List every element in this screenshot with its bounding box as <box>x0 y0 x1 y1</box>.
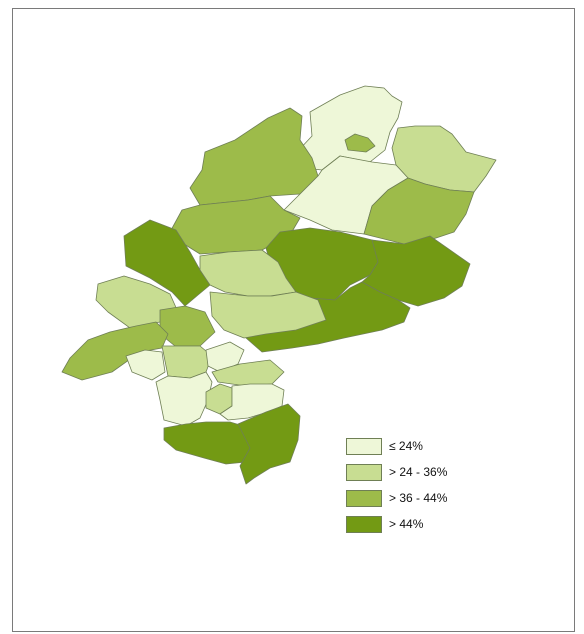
legend-item: > 36 - 44% <box>346 489 447 507</box>
district-enclave-north <box>344 133 376 153</box>
district-offenbach-medium <box>211 359 285 387</box>
legend-swatch <box>346 437 382 455</box>
legend-item: ≤ 24% <box>346 437 447 455</box>
district-north-west-large <box>189 107 319 206</box>
district-west-medium <box>159 305 216 347</box>
district-east-middle <box>363 177 475 245</box>
district-south-west-light <box>155 371 213 427</box>
district-frankfurt-light <box>205 341 245 373</box>
district-rheingau-light <box>125 349 166 381</box>
map-legend: ≤ 24% > 24 - 36% > 36 - 44% > 44% <box>346 437 447 541</box>
district-north-east-upper <box>296 85 403 171</box>
district-middle-south <box>209 291 327 339</box>
legend-label: ≤ 24% <box>389 439 423 453</box>
legend-item: > 44% <box>346 515 447 533</box>
legend-swatch <box>346 463 382 481</box>
district-far-west-medium <box>61 321 169 381</box>
district-odenwald-dark <box>237 403 301 485</box>
district-east-dark <box>361 235 471 307</box>
legend-label: > 24 - 36% <box>389 465 448 479</box>
legend-item: > 24 - 36% <box>346 463 447 481</box>
district-west-dark <box>123 219 211 307</box>
legend-swatch <box>346 489 382 507</box>
legend-swatch <box>346 515 382 533</box>
legend-label: > 44% <box>389 517 424 531</box>
legend-label: > 36 - 44% <box>389 491 448 505</box>
